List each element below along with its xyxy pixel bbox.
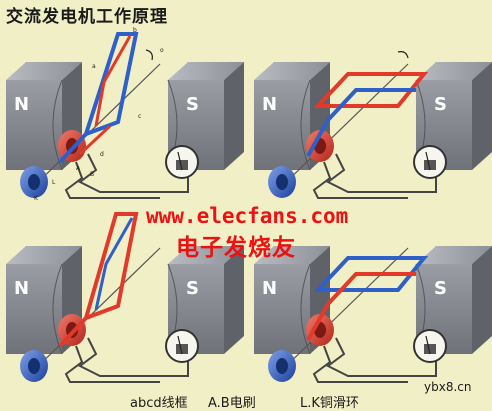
coil-letter: b — [133, 27, 137, 34]
coil-letter: K — [34, 195, 39, 202]
coil-letter: A — [76, 165, 81, 172]
legend-rings: L.K铜滑环 — [300, 396, 359, 411]
diagram-title: 交流发电机工作原理 — [6, 7, 168, 27]
panel-3 — [5, 212, 245, 383]
coil-letter: c — [138, 113, 141, 120]
panel-2 — [253, 51, 492, 199]
coil-letter: a — [92, 63, 96, 70]
legend-brushes: A.B电刷 — [208, 396, 256, 411]
coil-letter: o — [160, 47, 164, 54]
south-label: S — [434, 94, 447, 115]
north-label: N — [14, 94, 29, 115]
coil-letter: d — [100, 151, 104, 158]
south-label: S — [186, 278, 199, 299]
coil-letter: L — [52, 179, 56, 186]
north-label: N — [262, 94, 277, 115]
panel-1 — [5, 32, 245, 199]
north-label: N — [14, 278, 29, 299]
watermark-url: www.elecfans.com — [146, 204, 349, 228]
coil-letter: B — [90, 171, 94, 178]
panel-4 — [253, 245, 492, 383]
site-credit: ybx8.cn — [424, 380, 472, 394]
legend-coil: abcd线框 — [130, 396, 188, 411]
south-label: S — [434, 278, 447, 299]
south-label: S — [186, 94, 199, 115]
watermark-name: 电子发烧友 — [176, 235, 296, 261]
north-label: N — [262, 278, 277, 299]
